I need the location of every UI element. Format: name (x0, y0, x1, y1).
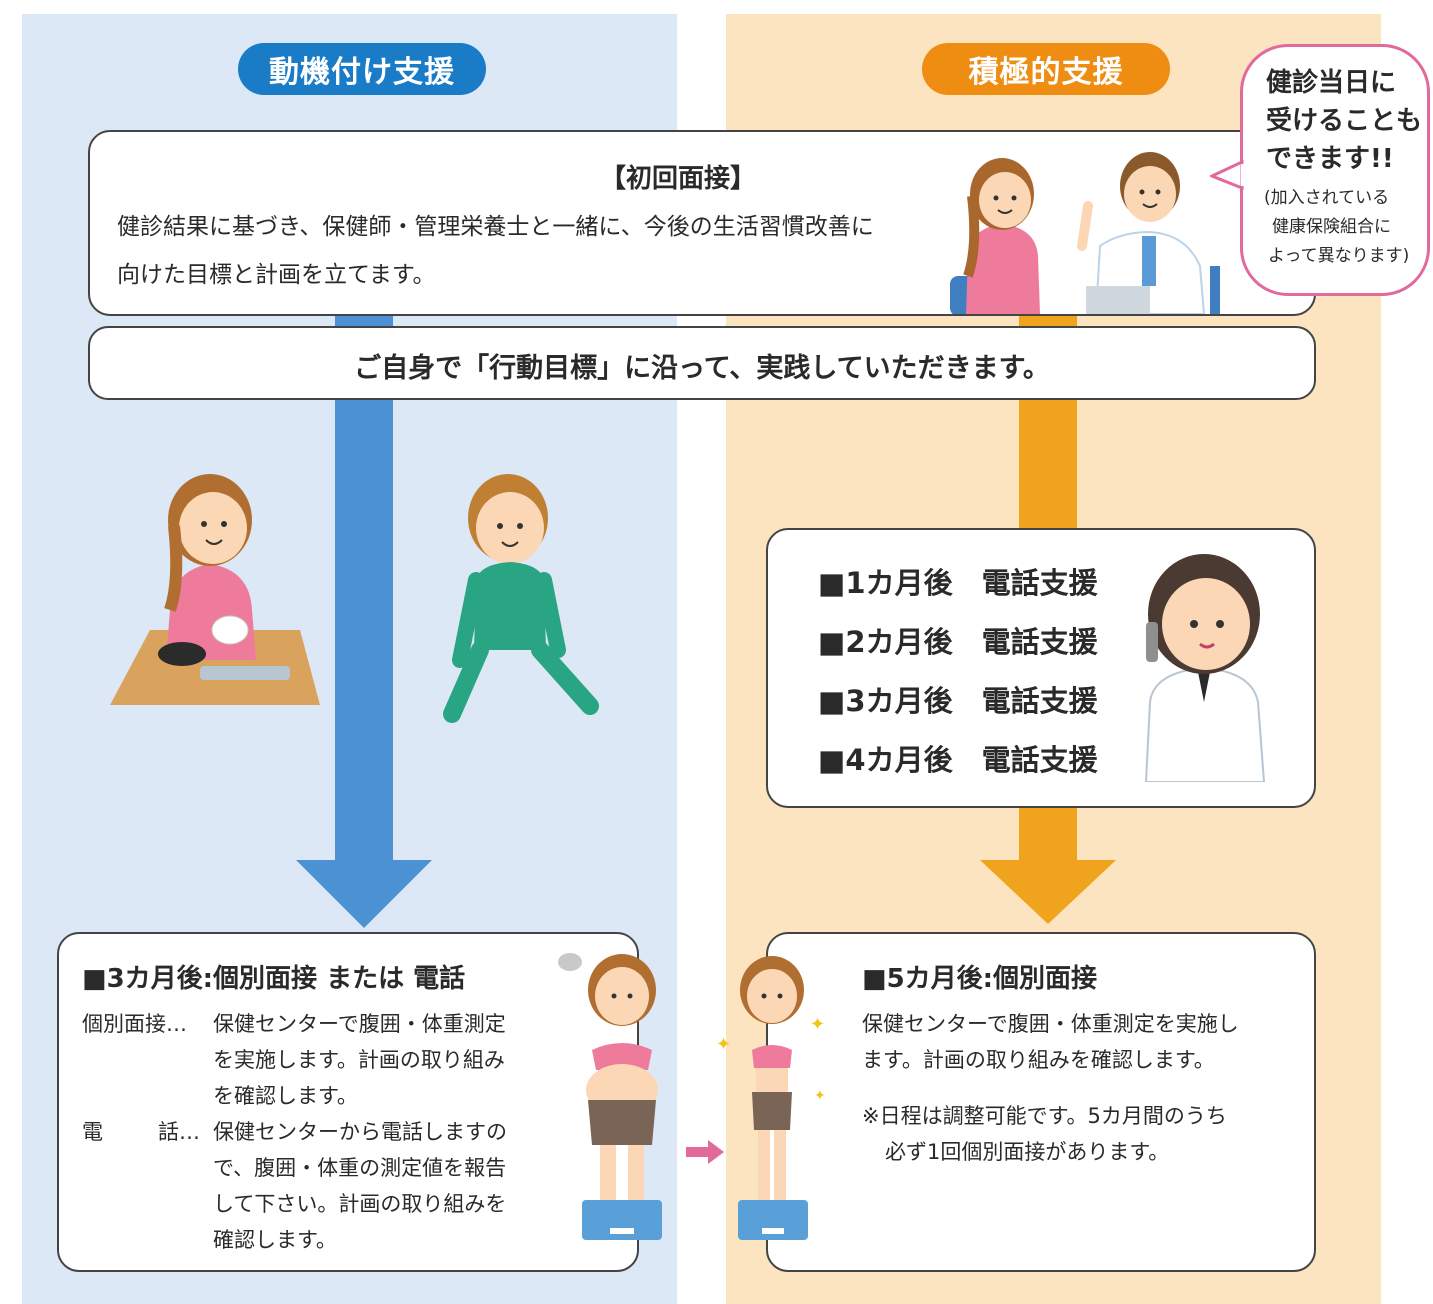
phone-line-3: して下さい。計画の取り組みを (213, 1192, 507, 1216)
phone-label-b: 話… (158, 1120, 200, 1144)
phone-support-item-3: ■3カ月後 電話支援 (818, 684, 1098, 718)
practice-box (88, 326, 1316, 400)
right-result-heading: ■5カ月後:個別面接 (862, 964, 1098, 994)
right-arrow-head (980, 860, 1116, 924)
initial-interview-heading: 【初回面接】 (600, 164, 757, 194)
bubble-note3: よって異なります) (1268, 246, 1410, 266)
bubble-note1: (加入されている (1264, 188, 1390, 208)
right-arrow-shaft-lower (1019, 800, 1077, 870)
before-after-arrow-icon (686, 1140, 724, 1164)
consultation-illustration (950, 152, 1220, 314)
right-column-title: 積極的支援 (922, 43, 1170, 95)
interview-line-2: を実施します。計画の取り組み (213, 1048, 505, 1072)
phone-line-4: 確認します。 (213, 1228, 337, 1252)
phone-label-a: 電 (82, 1120, 103, 1144)
initial-interview-line2: 向けた目標と計画を立てます。 (117, 262, 436, 288)
right-result-box (766, 932, 1316, 1272)
left-arrow-head (296, 860, 432, 928)
initial-interview-line1: 健診結果に基づき、保健師・管理栄養士と一緒に、今後の生活習慣改善に (117, 214, 874, 240)
bubble-line2: 受けることも (1266, 106, 1423, 136)
stretching-boy-illustration (443, 474, 599, 723)
before-woman-illustration (558, 953, 662, 1240)
right-result-line-2: ます。計画の取り組みを確認します。 (862, 1048, 1215, 1072)
right-result-note-1: ※日程は調整可能です。5カ月間のうち (862, 1104, 1227, 1128)
after-woman-illustration: ✦ ✦ ✦ (716, 956, 826, 1240)
phone-line-1: 保健センターから電話しますの (213, 1120, 507, 1144)
svg-text:✦: ✦ (716, 1034, 731, 1055)
interview-line-3: を確認します。 (213, 1084, 358, 1108)
left-result-heading: ■3カ月後:個別面接 または 電話 (82, 964, 466, 994)
speech-bubble-tail (1210, 160, 1244, 190)
svg-text:✦: ✦ (810, 1014, 825, 1035)
eating-woman-illustration (110, 474, 320, 705)
bubble-line1: 健診当日に (1266, 68, 1397, 98)
practice-text: ご自身で「行動目標」に沿って、実践していただきます。 (354, 353, 1050, 384)
phone-line-2: で、腹囲・体重の測定値を報告 (213, 1156, 507, 1180)
right-result-note-2: 必ず1回個別面接があります。 (885, 1140, 1170, 1164)
speech-bubble (1240, 44, 1430, 296)
phone-support-item-2: ■2カ月後 電話支援 (818, 625, 1098, 659)
bubble-note2: 健康保険組合に (1272, 217, 1391, 237)
phone-support-item-1: ■1カ月後 電話支援 (818, 566, 1098, 600)
bubble-line3: できます!! (1266, 144, 1394, 174)
left-result-box (57, 932, 639, 1272)
interview-label: 個別面接… (82, 1012, 187, 1036)
svg-text:✦: ✦ (814, 1088, 826, 1104)
interview-line-1: 保健センターで腹囲・体重測定 (213, 1012, 506, 1036)
left-column-title: 動機付け支援 (238, 43, 486, 95)
right-result-line-1: 保健センターで腹囲・体重測定を実施し (862, 1012, 1239, 1036)
phone-nurse-illustration (1144, 554, 1266, 782)
phone-support-item-4: ■4カ月後 電話支援 (818, 743, 1098, 777)
